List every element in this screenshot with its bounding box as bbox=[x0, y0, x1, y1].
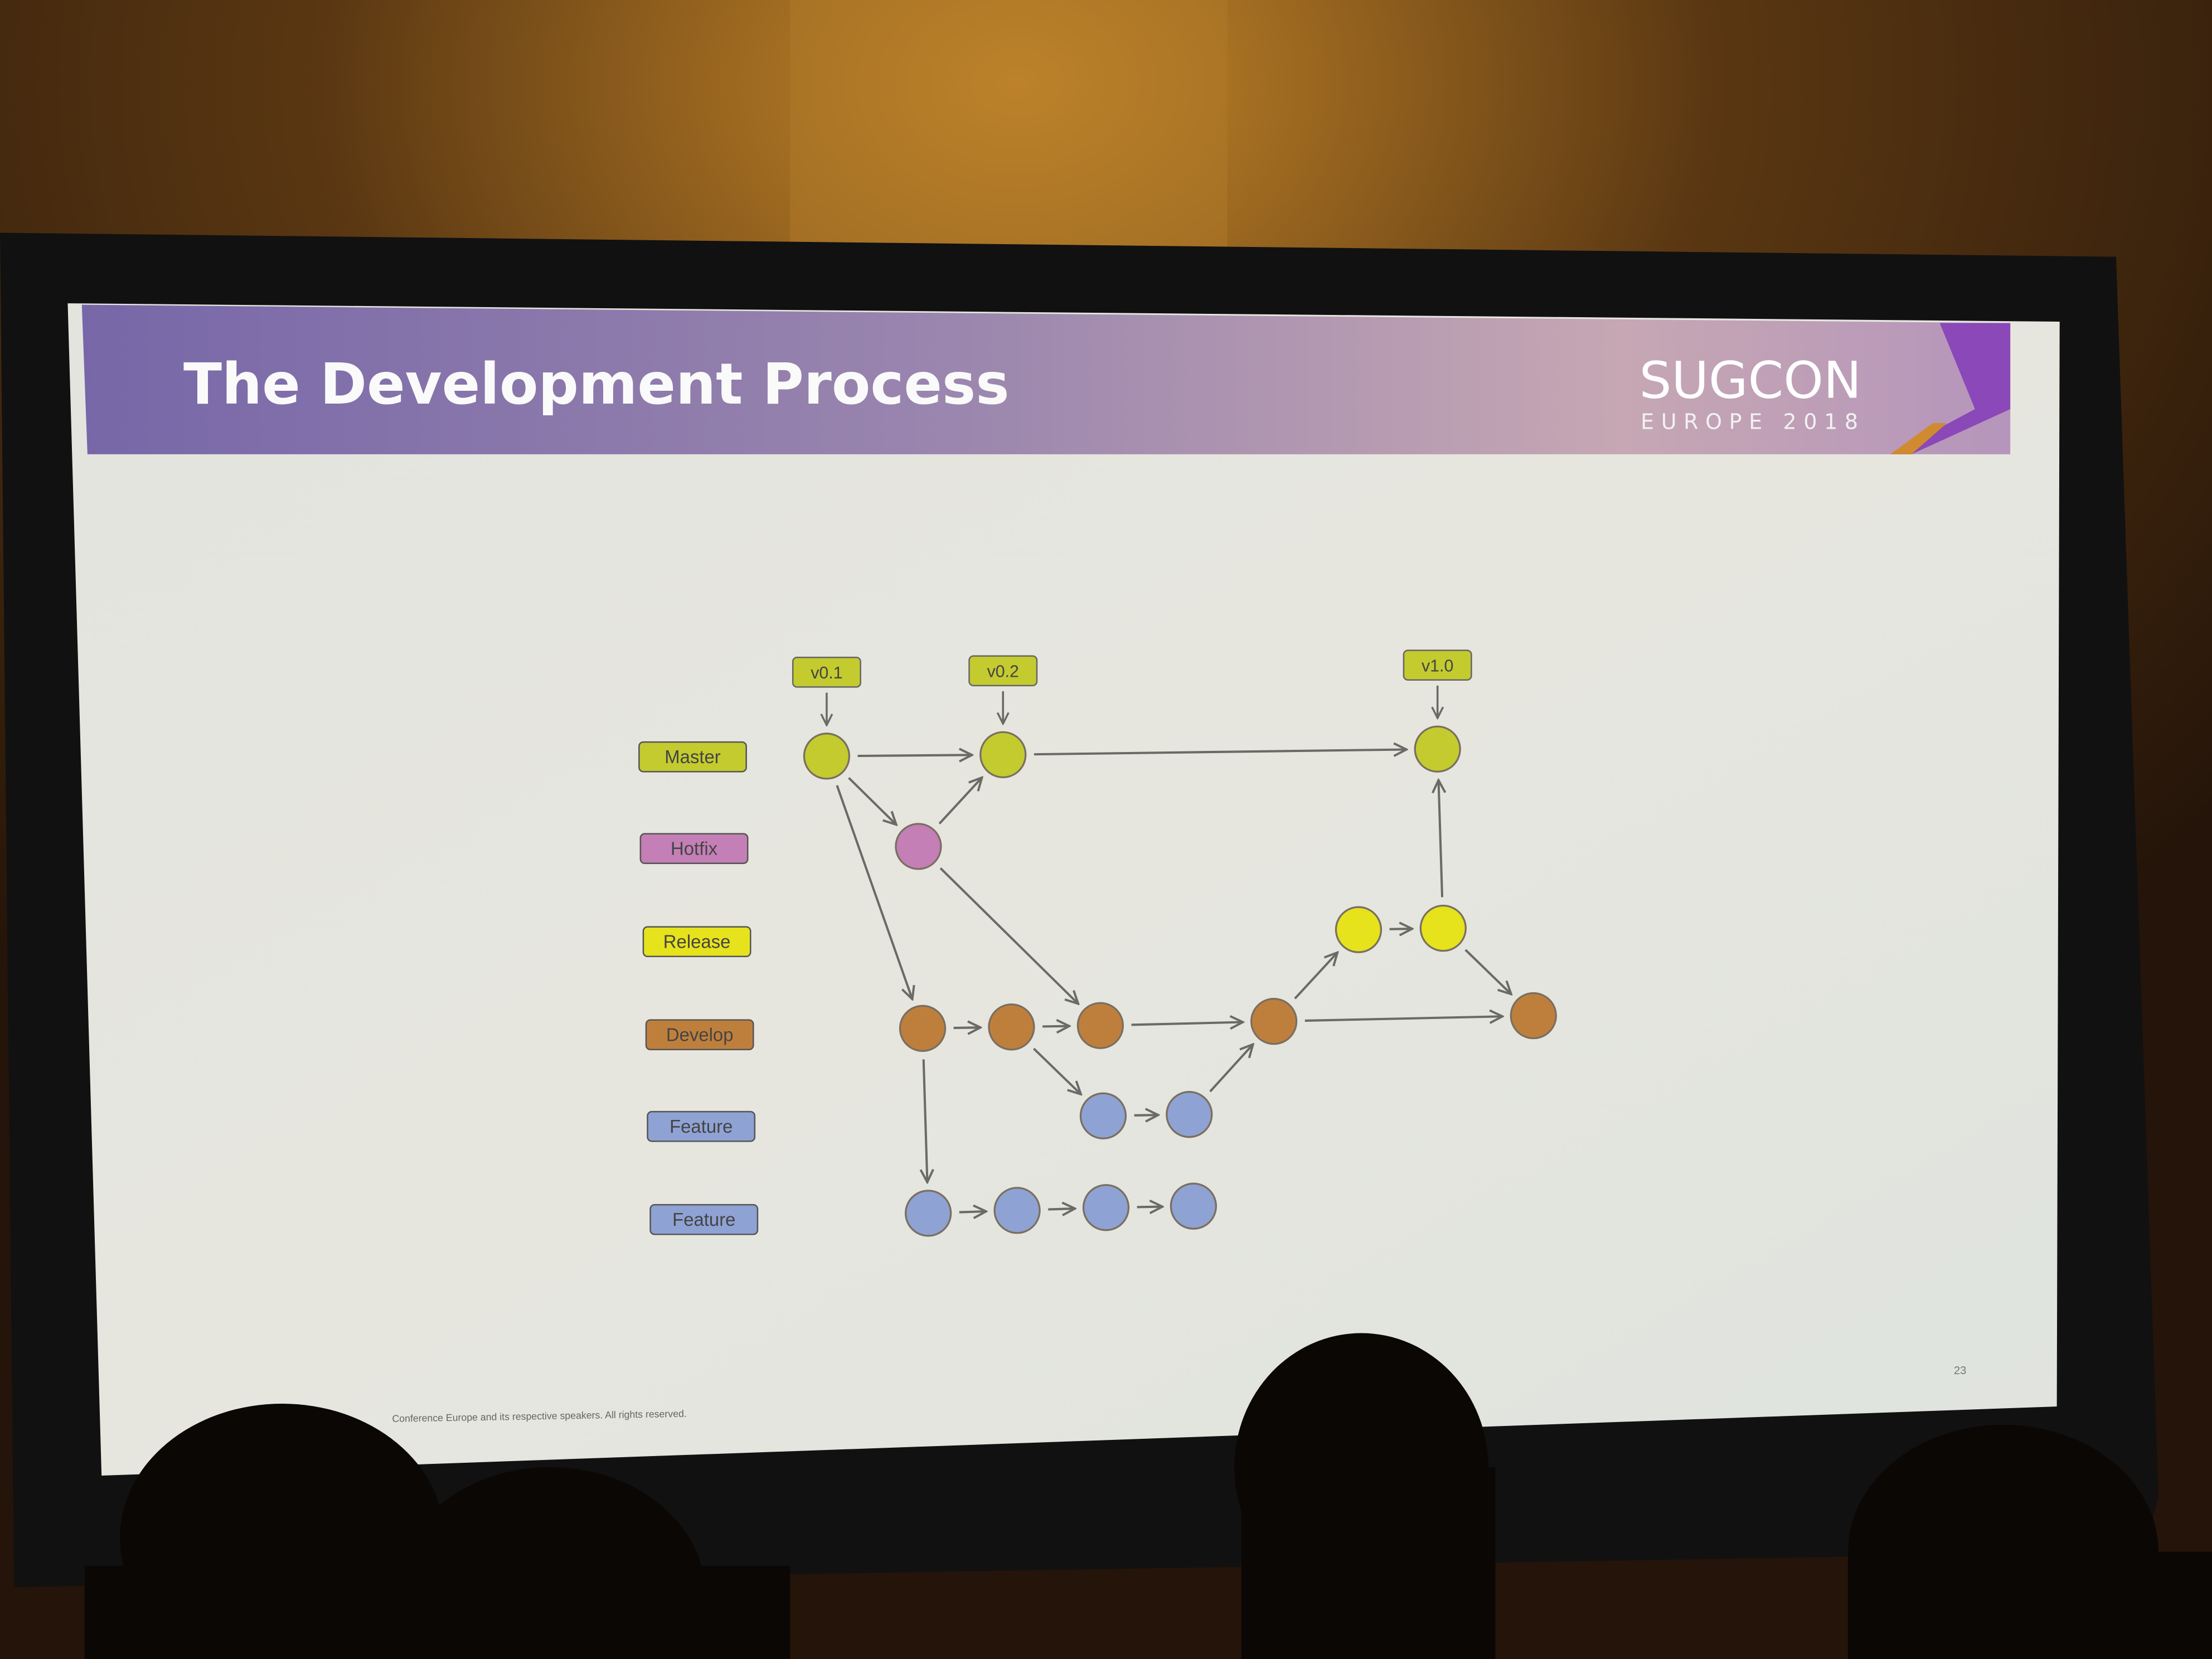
branch-label-text: Feature bbox=[672, 1209, 735, 1230]
slide-header: The Development Process SUGCON EUROPE 20… bbox=[81, 304, 2011, 454]
commit-node-m2 bbox=[1414, 725, 1461, 773]
version-tag-box bbox=[1403, 649, 1472, 681]
pillar bbox=[790, 0, 1228, 261]
edge-arrow-d1-f0 bbox=[1033, 1047, 1081, 1094]
commit-node-g2 bbox=[1082, 1184, 1130, 1231]
edge-arrow-d0-d1 bbox=[953, 1027, 981, 1028]
version-tag-v0-1: v0.1 bbox=[792, 657, 861, 725]
edge-arrow-d3-r0 bbox=[1294, 953, 1337, 1000]
version-tag-text: v0.1 bbox=[811, 664, 842, 682]
commit-node-d4 bbox=[1510, 992, 1557, 1040]
branch-label-box bbox=[649, 1204, 759, 1235]
commit-node-r1 bbox=[1419, 905, 1467, 952]
edge-arrow-r1-m2 bbox=[1438, 780, 1442, 898]
branch-label-box bbox=[647, 1110, 756, 1142]
branch-label-text: Release bbox=[663, 932, 731, 952]
edge-arrow-f1-d3 bbox=[1209, 1044, 1253, 1093]
version-tag-box bbox=[968, 655, 1038, 687]
version-tag-text: v0.2 bbox=[987, 663, 1019, 681]
commit-node-d2 bbox=[1076, 1002, 1124, 1049]
commit-node-h0 bbox=[895, 823, 942, 870]
branch-label-hotfix: Hotfix bbox=[639, 833, 749, 865]
branch-label-text: Feature bbox=[670, 1116, 733, 1137]
branch-label-text: Hotfix bbox=[671, 838, 718, 859]
page-number: 23 bbox=[1954, 1365, 1967, 1377]
branch-label-release: Release bbox=[642, 926, 751, 958]
edge-arrow-m0-h0 bbox=[848, 777, 896, 824]
commit-node-m1 bbox=[979, 731, 1027, 779]
edge-arrow-g0-g1 bbox=[959, 1211, 986, 1212]
edge-arrow-m0-m1 bbox=[857, 755, 972, 756]
sugcon-logo-subtitle: EUROPE 2018 bbox=[1641, 409, 1865, 434]
edge-arrow-d0-g0 bbox=[924, 1059, 928, 1182]
branch-label-feature1: Feature bbox=[647, 1110, 756, 1142]
branch-label-master: Master bbox=[638, 741, 747, 773]
edge-arrow-d1-d2 bbox=[1042, 1026, 1069, 1027]
slide-title: The Development Process bbox=[183, 351, 1010, 417]
slide-background bbox=[67, 303, 2060, 1476]
edge-arrow-d2-d3 bbox=[1131, 1022, 1243, 1025]
commit-node-f1 bbox=[1166, 1091, 1213, 1138]
edge-arrow-r1-d4 bbox=[1464, 949, 1511, 994]
version-tag-text: v1.0 bbox=[1422, 657, 1453, 676]
commit-node-d0 bbox=[899, 1005, 947, 1052]
commit-node-d1 bbox=[988, 1003, 1035, 1051]
commit-node-m0 bbox=[803, 733, 851, 780]
edge-arrow-g1-g2 bbox=[1048, 1209, 1075, 1210]
version-tag-v0-2: v0.2 bbox=[968, 655, 1038, 724]
branch-label-text: Master bbox=[664, 746, 721, 767]
edge-arrow-m1-m2 bbox=[1034, 749, 1406, 754]
branch-label-box bbox=[638, 741, 747, 773]
edge-arrow-h0-m1 bbox=[938, 778, 982, 824]
header-accent-stripe bbox=[1890, 323, 2011, 454]
branch-label-feature2: Feature bbox=[649, 1204, 759, 1235]
version-tag-box bbox=[792, 657, 861, 688]
commit-node-g0 bbox=[905, 1190, 952, 1237]
audience-heads bbox=[84, 1333, 2212, 1659]
commit-node-d3 bbox=[1250, 998, 1298, 1045]
branch-label-develop: Develop bbox=[645, 1019, 754, 1051]
branch-label-text: Develop bbox=[666, 1025, 734, 1045]
branch-label-box bbox=[639, 833, 749, 865]
version-tag-v1-0: v1.0 bbox=[1403, 649, 1472, 718]
branch-label-box bbox=[645, 1019, 754, 1051]
edge-arrow-h0-d2 bbox=[939, 867, 1078, 1003]
commit-node-r0 bbox=[1335, 906, 1382, 953]
commit-node-g3 bbox=[1170, 1182, 1217, 1230]
commit-node-g1 bbox=[993, 1187, 1041, 1234]
sugcon-logo: SUGCON bbox=[1639, 351, 1862, 410]
branch-label-box bbox=[642, 926, 751, 958]
git-flow-diagram: MasterHotfixReleaseDevelopFeatureFeature… bbox=[638, 649, 1557, 1237]
edge-arrow-m0-d0 bbox=[836, 785, 912, 999]
commit-node-f0 bbox=[1079, 1092, 1127, 1139]
edge-arrow-d3-d4 bbox=[1304, 1016, 1502, 1021]
